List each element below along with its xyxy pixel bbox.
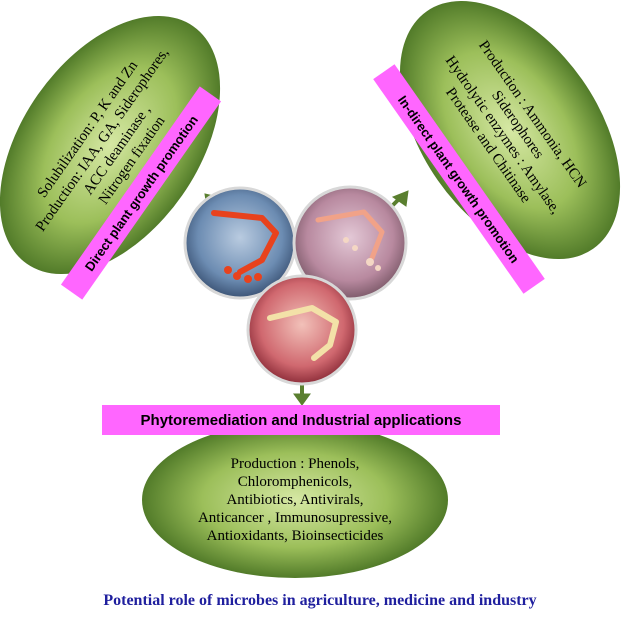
petri-dish-red bbox=[246, 274, 358, 386]
industrial-line-5: Antioxidants, Bioinsecticides bbox=[206, 527, 384, 544]
industrial-line-1: Production : Phenols, bbox=[230, 455, 360, 472]
direct-ellipse bbox=[0, 15, 221, 275]
industrial-line-4: Anticancer , Immunosupressive, bbox=[197, 509, 393, 526]
industrial-line-2: Chloromphenicols, bbox=[237, 473, 353, 490]
figure-caption: Potential role of microbes in agricultur… bbox=[103, 592, 537, 609]
industrial-line-3: Antibiotics, Antivirals, bbox=[226, 491, 364, 508]
industrial-ellipse-text: Production : Phenols, Chloromphenicols, … bbox=[145, 437, 445, 562]
petri-dish-pink bbox=[292, 185, 408, 301]
industrial-banner: Phytoremediation and Industrial applicat… bbox=[102, 405, 500, 435]
industrial-ellipse bbox=[142, 422, 448, 578]
